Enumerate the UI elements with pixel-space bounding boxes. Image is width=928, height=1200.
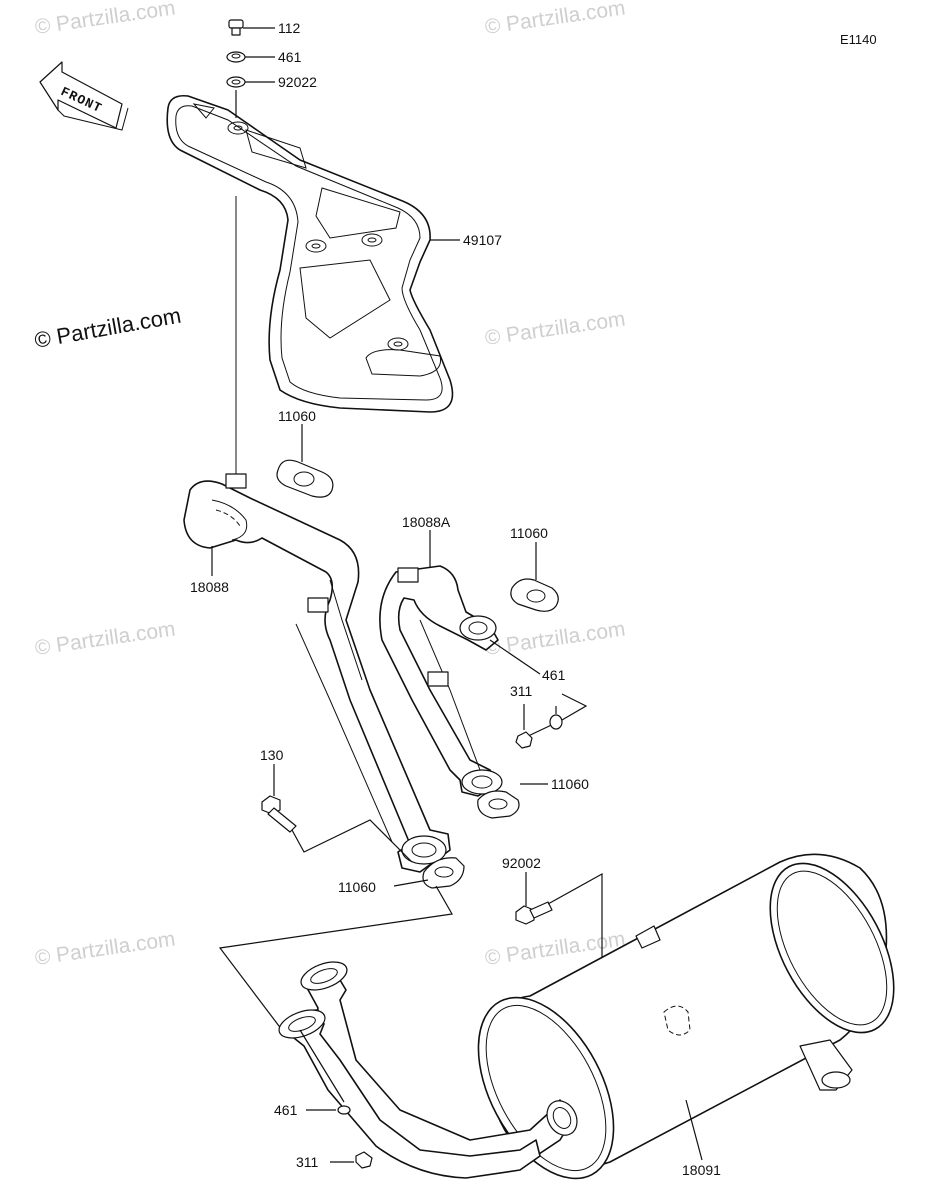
heat-shield-49107 [166,94,454,413]
watermark: © Partzilla.com [33,0,176,39]
part-label-92002[interactable]: 92002 [502,855,541,871]
washer-92022-icon [226,76,246,88]
watermark: © Partzilla.com [483,0,626,39]
bolt-92002-icon [515,901,553,925]
nut-311-icon [355,1151,373,1169]
part-label-92022[interactable]: 92022 [278,74,317,90]
part-label-11060[interactable]: 11060 [278,408,316,424]
exhaust-pipe-18088 [183,473,451,873]
part-label-112[interactable]: 112 [278,20,301,36]
part-label-11060[interactable]: 11060 [551,776,589,792]
gasket-11060-b [510,578,559,612]
part-label-11060[interactable]: 11060 [510,525,548,541]
part-label-18088A[interactable]: 18088A [402,514,451,530]
washer-461-icon [549,714,563,730]
muffler-inlet-pipes [278,961,578,1179]
diagram-code: E1140 [840,32,877,47]
bolt-112-icon [228,19,244,36]
watermark: © Partzilla.com [483,307,626,349]
watermark: © Partzilla.com [483,617,626,659]
part-label-11060[interactable]: 11060 [338,879,376,895]
gasket-11060-a [276,459,334,498]
front-arrow-icon: FRONT [39,61,129,131]
part-label-18091[interactable]: 18091 [682,1162,721,1178]
gasket-11060-d [422,857,465,889]
part-label-461[interactable]: 461 [278,49,302,65]
part-label-49107[interactable]: 49107 [463,232,502,248]
part-label-311[interactable]: 311 [296,1154,319,1170]
part-label-461[interactable]: 461 [542,667,566,683]
watermark: © Partzilla.com [33,927,176,969]
part-label-18088[interactable]: 18088 [190,579,229,595]
washer-461-icon [337,1105,351,1115]
bolt-130-icon [261,795,297,833]
watermark: © Partzilla.com [33,617,176,659]
gasket-11060-c [477,790,520,819]
exhaust-pipe-18088A [379,565,503,797]
part-label-461[interactable]: 461 [274,1102,298,1118]
copyright-text: © Partzilla.com [33,303,183,353]
part-label-311[interactable]: 311 [510,683,533,699]
part-label-130[interactable]: 130 [260,747,284,763]
nut-311-icon [515,731,533,749]
